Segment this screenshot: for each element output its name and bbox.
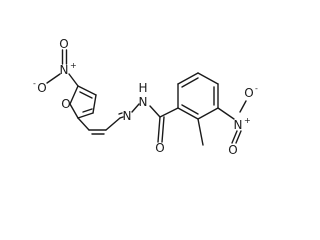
charge-n-nitro-right: + [244,116,251,125]
bond-furan-c4-c5 [77,85,97,96]
bond-benz-6-1 [177,107,199,120]
charge-o-minus-left: - [33,79,36,88]
bond-cc-n1 [119,116,124,119]
atom-o-minus-right: O [244,86,253,100]
bond-furan-c2-c3 [77,112,94,119]
atom-o-carbonyl: O [155,141,164,155]
bond-cb-cc [105,117,121,131]
bond-furan-o-c2 [69,103,79,119]
atom-o-oxo-left: O [59,37,68,51]
molecule-structure-diagram: O N + O - O N N H O N + O - O [33,37,258,157]
bond-furan-c5-o [69,85,79,105]
bond-lines [46,49,247,146]
bond-ccarbonyl-ring [159,107,179,118]
atom-n-nitro-left: N [60,63,69,77]
bond-n-o-double-right-b [235,130,242,144]
bond-ring-n-right [217,107,235,120]
bond-benz-2-3-inner [181,77,199,88]
atom-n-hydrazone-1: N [123,109,132,123]
bond-n-c-furan [68,73,79,87]
charge-n-nitro-left: + [70,61,77,70]
atom-o-oxo-right: O [228,143,237,157]
bond-n-o-double-right-a [231,130,238,144]
atom-n-nitro-right: N [234,118,243,132]
bond-methyl [197,118,204,146]
bond-n1-n2 [131,103,140,113]
bond-furan-c4-c5-inner [79,91,93,99]
bond-n2-ccarbonyl [149,105,161,118]
bond-benz-6-1-inner [181,104,199,115]
atom-n-hydrazone-2: N [139,95,148,109]
bond-benz-3-4 [197,72,219,85]
bond-n-ominus-left [46,73,61,84]
bond-furan-c3-c4 [92,94,97,114]
bond-benz-5-6 [197,107,219,120]
bond-furan-c3-c3-inner [82,108,93,113]
atom-h-amide: H [138,81,147,95]
bond-ccarbonyl-o-double [161,116,165,143]
bond-ccarbonyl-o [157,116,161,143]
bond-c2-ca [77,117,90,131]
bond-cc-n1-double [118,112,123,115]
atom-o-minus-left: O [37,81,46,95]
atom-o-furan: O [61,97,70,111]
charge-o-minus-right: - [255,84,258,93]
bond-n-ominus-right [239,100,247,113]
bond-benz-2-3 [177,72,199,85]
atom-labels: O N + O - O N N H O N + O - O [33,37,258,157]
